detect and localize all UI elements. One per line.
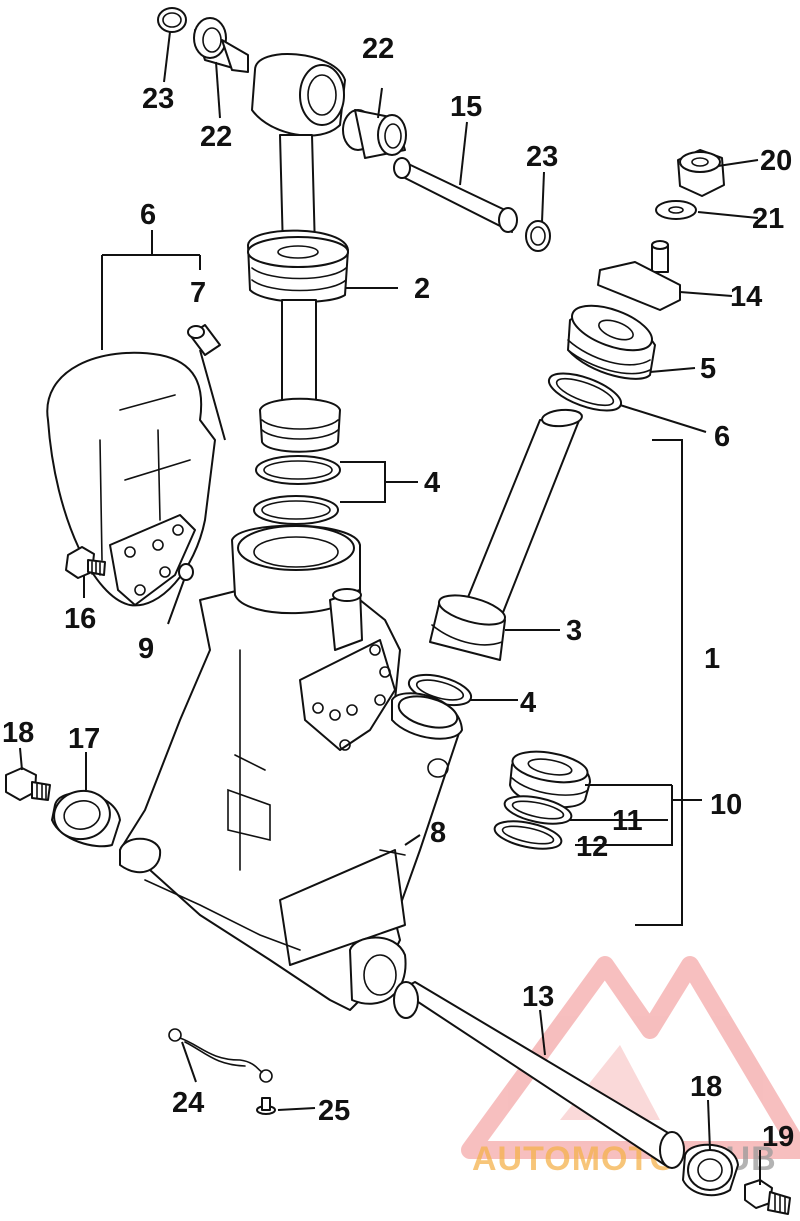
callout-19-left: 18 — [2, 717, 34, 749]
callout-8: 6 — [140, 199, 156, 231]
callout-21: 21 — [752, 203, 784, 235]
callout-4-lower: 4 — [520, 687, 536, 719]
cylinder-body-part-7 — [119, 524, 463, 1011]
leader-lines — [19, 31, 761, 1185]
callout-23-right: 23 — [526, 141, 558, 173]
circlip-part-23-right — [525, 220, 551, 252]
callout-16: 14 — [730, 281, 762, 313]
callout-3: 3 — [566, 615, 582, 647]
bush-part-9 — [187, 324, 221, 356]
callout-6: 6 — [714, 421, 730, 453]
cap-part-16 — [597, 240, 681, 311]
callout-1: 1 — [704, 643, 720, 675]
callout-22-right: 22 — [362, 33, 394, 65]
callout-23-top: 23 — [142, 83, 174, 115]
callout-25: 25 — [318, 1095, 350, 1127]
pin-part-17 — [393, 157, 518, 233]
washer-part-21 — [655, 200, 697, 220]
circlip-part-23-top — [157, 7, 187, 33]
callout-2: 2 — [414, 273, 430, 305]
callout-17: 15 — [450, 91, 482, 123]
bolt-part-19-left — [5, 767, 51, 801]
piston-rod-part-3 — [429, 408, 583, 661]
bolt-part-14 — [65, 546, 106, 579]
callout-20: 20 — [760, 145, 792, 177]
callout-22-left: 22 — [200, 121, 232, 153]
callout-13: 12 — [576, 831, 608, 863]
trim-ram-part-2 — [247, 53, 349, 453]
screw-part-25 — [256, 1097, 276, 1115]
bushing-part-22-right — [342, 109, 407, 159]
callout-4-upper: 4 — [424, 467, 440, 499]
o-rings-part-4-upper — [253, 455, 341, 525]
callout-15: 13 — [522, 981, 554, 1013]
o-ring-part-10 — [178, 563, 194, 581]
callout-18-left: 17 — [68, 723, 100, 755]
callout-12: 11 — [612, 805, 643, 837]
piston-assembly-part-11 — [509, 750, 591, 809]
callout-10: 9 — [138, 633, 154, 665]
callout-18-right: 18 — [690, 1071, 722, 1103]
bushing-part-18-left — [51, 789, 121, 848]
bushing-part-22-left — [193, 17, 249, 73]
ring-part-13 — [493, 820, 563, 850]
callout-7: 8 — [430, 817, 446, 849]
callout-24: 24 — [172, 1087, 204, 1119]
callout-labels: 23 22 22 15 23 20 21 6 7 2 14 5 6 4 16 9… — [2, 33, 794, 1153]
ring-part-12 — [503, 795, 573, 825]
shaft-part-15 — [393, 981, 685, 1169]
bolt-part-19-right — [744, 1179, 791, 1215]
ground-lead-part-24 — [168, 1028, 273, 1083]
nut-part-20 — [677, 149, 725, 197]
gland-part-5 — [567, 304, 656, 380]
callout-19-right: 19 — [762, 1121, 794, 1153]
bushing-part-18-right — [682, 1143, 739, 1197]
callout-14: 16 — [64, 603, 96, 635]
cover-part-8 — [46, 351, 216, 607]
callout-5: 5 — [700, 353, 716, 385]
callout-11: 10 — [710, 789, 742, 821]
callout-9: 7 — [190, 277, 206, 309]
